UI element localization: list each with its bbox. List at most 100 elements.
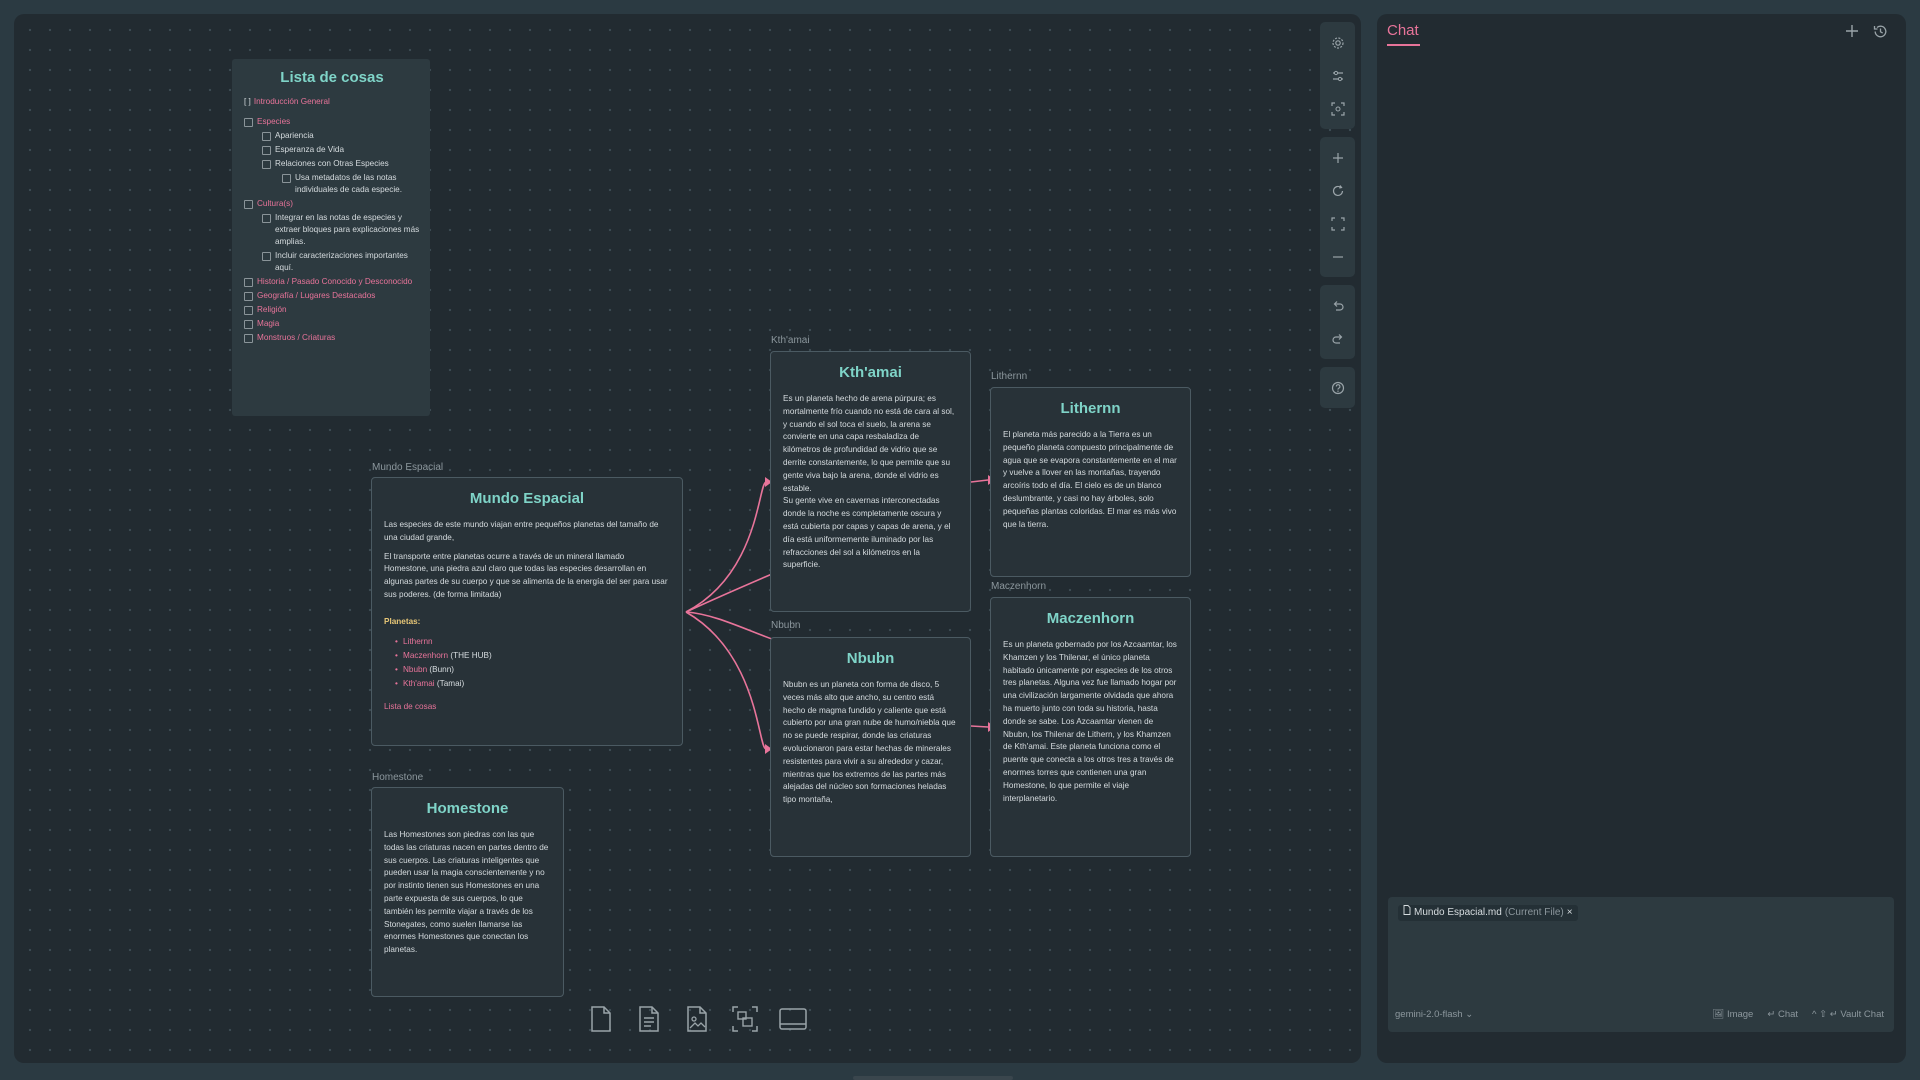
todo-text: Integrar en las notas de especies y extr… [275, 213, 420, 246]
planet-item[interactable]: Nbubn (Bunn) [395, 663, 670, 677]
edge-mundo-kthamai [685, 481, 767, 613]
planet-item[interactable]: Kth'amai (Tamai) [395, 677, 670, 691]
lista-link[interactable]: Lista de cosas [384, 701, 437, 711]
todo-checkbox[interactable] [262, 132, 271, 141]
lithernn-label: Lithernn [991, 371, 1028, 382]
maczenhorn-label: Maczenhorn [991, 581, 1047, 592]
planets-list: Lithernn Maczenhorn (THE HUB) Nbubn (Bun… [384, 635, 670, 691]
todo-checkbox[interactable] [262, 146, 271, 155]
zoom-in-icon[interactable] [1320, 141, 1355, 174]
chat-input-box[interactable]: Mundo Espacial.md (Current File) × gemin… [1388, 897, 1894, 1032]
lithernn-p1: El planeta más parecido a la Tierra es u… [1003, 430, 1177, 529]
file-chip-tag: (Current File) [1504, 907, 1564, 918]
image-button[interactable]: 🖼︎ Image [1712, 1009, 1754, 1020]
shortcut-icon: ^ ⇧ ↵ [1812, 1009, 1838, 1020]
group-icon[interactable] [728, 1002, 762, 1036]
new-chat-icon[interactable] [1845, 24, 1859, 43]
undo-icon[interactable] [1320, 289, 1355, 322]
settings-icon[interactable] [1320, 26, 1355, 59]
file-chip-close-icon[interactable]: × [1566, 907, 1573, 918]
zoom-out-icon[interactable] [1320, 240, 1355, 273]
todo-checkbox[interactable] [244, 334, 253, 343]
todo-checkbox[interactable] [244, 320, 253, 329]
scrollbar[interactable] [853, 1076, 1013, 1080]
model-selector[interactable]: gemini-2.0-flash ⌄ [1395, 1009, 1473, 1020]
reset-icon[interactable] [1320, 174, 1355, 207]
send-chat-button[interactable]: ↵ Chat [1767, 1009, 1799, 1020]
todo-checkbox[interactable] [244, 118, 253, 127]
file-chip-name: Mundo Espacial.md [1414, 907, 1502, 918]
todo-link[interactable]: Magia [257, 319, 280, 328]
todo-text: Usa metadatos de las notas individuales … [295, 173, 402, 194]
todo-checkbox[interactable] [262, 252, 271, 261]
todo-item: Magia [244, 318, 420, 330]
chat-tab[interactable]: Chat [1387, 22, 1419, 39]
card-homestone[interactable]: Homestone Las Homestones son piedras con… [371, 787, 564, 997]
new-card-icon[interactable] [584, 1002, 618, 1036]
chevron-down-icon: ⌄ [1465, 1009, 1474, 1020]
current-file-chip: Mundo Espacial.md (Current File) × [1398, 905, 1578, 921]
image-icon: 🖼︎ [1712, 1009, 1725, 1020]
scan-icon[interactable] [1320, 92, 1355, 125]
todo-link[interactable]: Especies [257, 117, 291, 126]
sliders-icon[interactable] [1320, 59, 1355, 92]
card-kthamai[interactable]: Kth'amai Es un planeta hecho de arena pú… [770, 351, 971, 612]
vault-chat-button[interactable]: ^ ⇧ ↵ Vault Chat [1812, 1009, 1884, 1020]
input-actions: 🖼︎ Image ↵ Chat ^ ⇧ ↵ Vault Chat [1712, 1009, 1884, 1020]
todo-item: Especies [244, 116, 420, 128]
mundo-p1: Las especies de este mundo viajan entre … [384, 520, 659, 542]
todo-item: Apariencia [244, 130, 420, 142]
card-nbubn[interactable]: Nbubn Nbubn es un planeta con forma de d… [770, 637, 971, 857]
nbubn-label: Nbubn [771, 620, 801, 631]
planet-item[interactable]: Maczenhorn (THE HUB) [395, 649, 670, 663]
nbubn-title: Nbubn [846, 650, 895, 667]
mundo-title: Mundo Espacial [469, 490, 585, 507]
toolbar-group-settings [1320, 22, 1355, 129]
todo-link[interactable]: Religión [257, 305, 287, 314]
card-mundo-espacial[interactable]: Mundo Espacial Las especies de este mund… [371, 477, 683, 746]
todo-checkbox[interactable] [262, 160, 271, 169]
todo-item: Relaciones con Otras Especies [244, 158, 420, 170]
todo-link[interactable]: Historia / Pasado Conocido y Desconocido [257, 277, 413, 286]
enter-icon: ↵ [1767, 1009, 1776, 1020]
media-icon[interactable] [680, 1002, 714, 1036]
canvas-toolbar [1320, 22, 1355, 416]
todo-checkbox[interactable] [262, 214, 271, 223]
lithernn-title: Lithernn [1060, 400, 1121, 417]
maczenhorn-title: Maczenhorn [1046, 610, 1135, 627]
redo-icon[interactable] [1320, 322, 1355, 355]
todo-checkbox[interactable] [244, 292, 253, 301]
model-name: gemini-2.0-flash [1395, 1009, 1463, 1020]
history-icon[interactable] [1873, 24, 1888, 44]
chat-tab-underline [1387, 44, 1420, 46]
todo-checkbox[interactable] [244, 200, 253, 209]
card-maczenhorn[interactable]: Maczenhorn Es un planeta gobernado por l… [990, 597, 1191, 857]
list-card-title: Lista de cosas [280, 69, 384, 86]
edges [685, 475, 995, 754]
todo-link[interactable]: Cultura(s) [257, 199, 293, 208]
frame-icon[interactable] [776, 1002, 810, 1036]
new-note-icon[interactable] [632, 1002, 666, 1036]
nbubn-p1: Nbubn es un planeta con forma de disco, … [783, 680, 956, 805]
kthamai-title: Kth'amai [839, 364, 902, 381]
fit-icon[interactable] [1320, 207, 1355, 240]
card-lithernn[interactable]: Lithernn El planeta más parecido a la Ti… [990, 387, 1191, 577]
todo-text: Relaciones con Otras Especies [275, 159, 389, 168]
kthamai-p1: Es un planeta hecho de arena púrpura; es… [783, 394, 955, 493]
todo-item: [ ]Introducción General [244, 96, 420, 108]
todo-checkbox[interactable] [244, 278, 253, 287]
planet-item[interactable]: Lithernn [395, 635, 670, 649]
todo-link[interactable]: Introducción General [253, 97, 330, 106]
todo-link[interactable]: Monstruos / Criaturas [257, 333, 336, 342]
todo-checkbox[interactable] [282, 174, 291, 183]
mundo-p2: El transporte entre planetas ocurre a tr… [384, 551, 668, 599]
edge-nbubn-maczenhorn [970, 725, 989, 728]
kthamai-p2: Su gente vive en cavernas interconectada… [783, 496, 951, 570]
edge-kthamai-lithernn [970, 479, 989, 483]
help-icon[interactable] [1320, 371, 1355, 404]
todo-checkbox[interactable] [244, 306, 253, 315]
todo-link[interactable]: Geografía / Lugares Destacados [257, 291, 376, 300]
toolbar-group-zoom [1320, 137, 1355, 277]
